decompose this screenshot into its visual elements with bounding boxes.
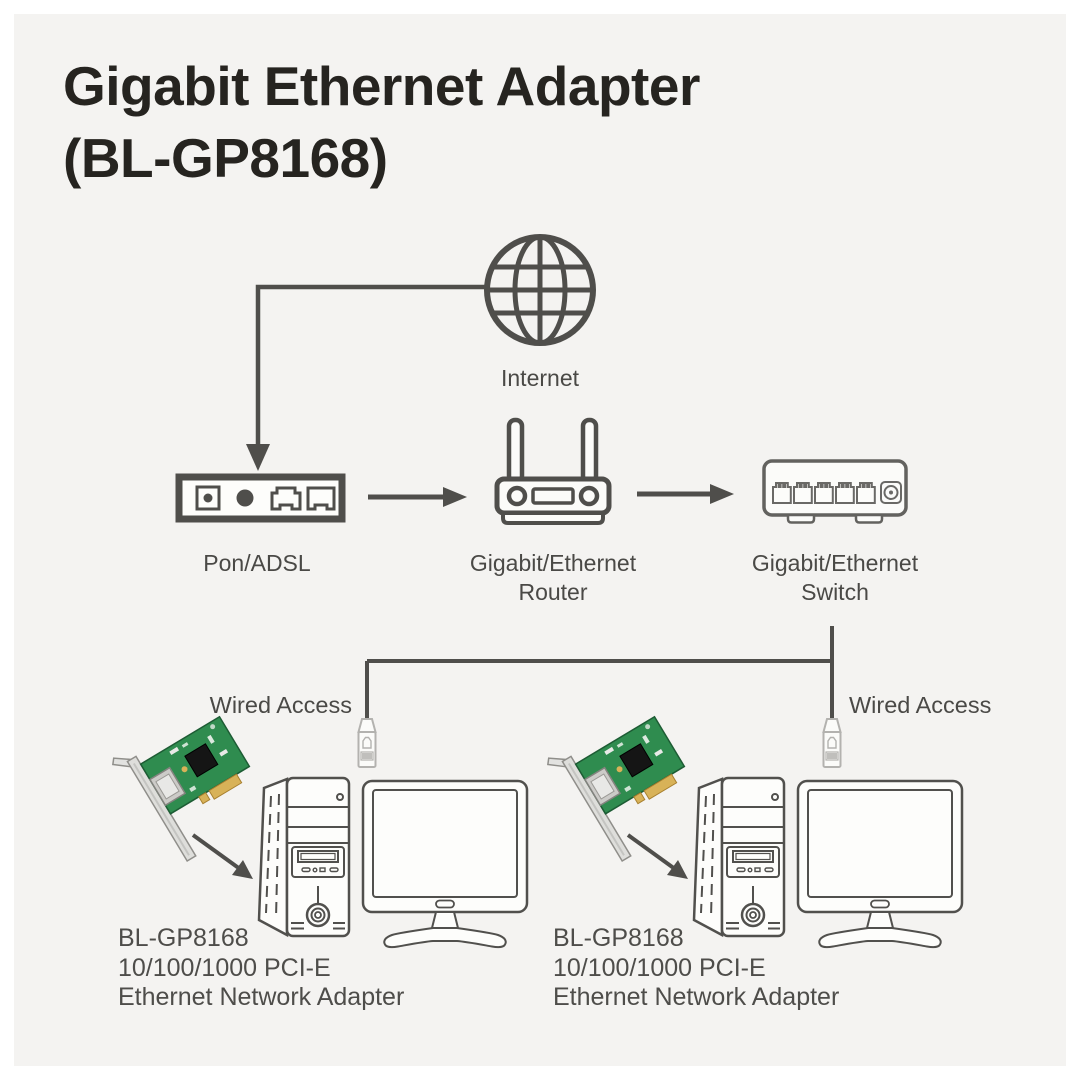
adapter-model-left: BL-GP8168 [118, 924, 249, 952]
adapter-model-right: BL-GP8168 [553, 924, 684, 952]
rj45-plug-icon-left [357, 718, 377, 768]
modem-icon [175, 473, 346, 523]
internet-to-modem-arrow [246, 284, 487, 471]
router-to-switch-arrow [637, 484, 734, 504]
switch-label-line2: Switch [801, 579, 869, 605]
adapter-type-left: Ethernet Network Adapter [118, 983, 405, 1011]
card-to-tower-arrow-right [626, 833, 688, 879]
router-label-line2: Router [518, 579, 588, 605]
globe-icon [484, 234, 596, 346]
router-icon [494, 417, 612, 525]
monitor-icon-left [361, 779, 529, 949]
wired-access-label-left: Wired Access [209, 692, 352, 718]
router-label: Gigabit/Ethernet Router [443, 549, 663, 607]
switch-icon [762, 459, 908, 524]
modem-to-router-arrow [368, 487, 467, 507]
adapter-type-right: Ethernet Network Adapter [553, 983, 840, 1011]
switch-label: Gigabit/Ethernet Switch [725, 549, 945, 607]
adapter-label-left: BL-GP8168 10/100/1000 PCI-E Ethernet Net… [118, 924, 404, 1013]
switch-junction-lines [365, 626, 834, 718]
pcie-card-icon-right [544, 699, 711, 870]
switch-label-line1: Gigabit/Ethernet [751, 550, 919, 576]
modem-label: Pon/ADSL [203, 550, 311, 576]
adapter-speed-right: 10/100/1000 PCI-E [553, 953, 766, 982]
tower-pc-icon-left [257, 776, 351, 938]
card-to-tower-arrow-left [191, 833, 253, 879]
title-line2: (BL-GP8168) [63, 127, 388, 189]
title-line1: Gigabit Ethernet Adapter [63, 55, 700, 117]
adapter-speed-left: 10/100/1000 PCI-E [118, 953, 331, 982]
internet-label: Internet [501, 365, 579, 391]
pcie-card-icon-left [109, 699, 276, 870]
router-label-line1: Gigabit/Ethernet [469, 550, 637, 576]
adapter-label-right: BL-GP8168 10/100/1000 PCI-E Ethernet Net… [553, 924, 839, 1013]
rj45-plug-icon-right [822, 718, 842, 768]
wired-access-label-right: Wired Access [849, 692, 992, 718]
page-title: Gigabit Ethernet Adapter (BL-GP8168) [63, 50, 700, 194]
tower-pc-icon-right [692, 776, 786, 938]
monitor-icon-right [796, 779, 964, 949]
